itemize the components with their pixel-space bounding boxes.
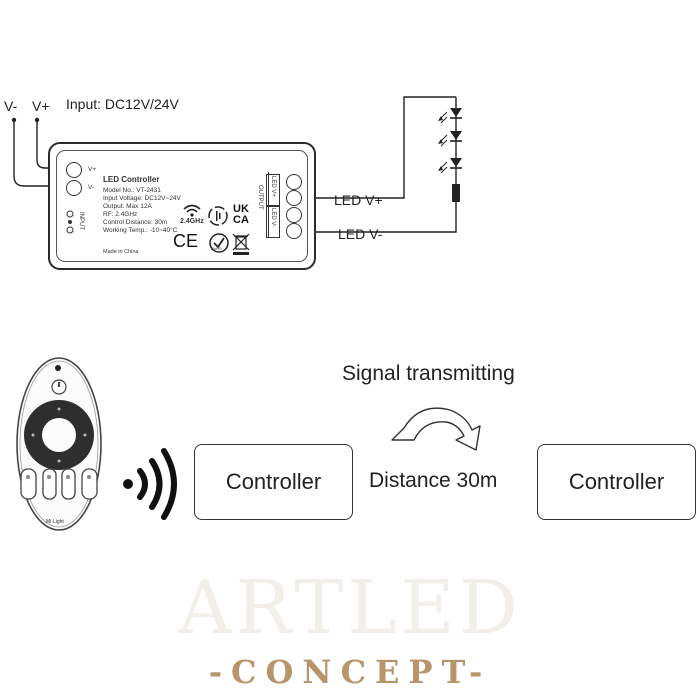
input-terminal-minus <box>66 180 82 196</box>
input-terminal-plus <box>66 162 82 178</box>
output-label-box-1 <box>266 174 280 206</box>
input-wire-minus <box>13 120 58 187</box>
output-label-box-2 <box>266 206 280 238</box>
led-vminus-label: LED V- <box>338 226 383 242</box>
output-vertical-text: OUTPUT <box>257 185 263 210</box>
device-title: LED Controller <box>103 175 160 184</box>
remote-brand: Mi·Light <box>46 519 64 525</box>
device-spec-2: Input Voltage: DC12V~24V <box>103 195 181 202</box>
output-wire-minus <box>314 200 457 233</box>
device-spec-3: Output: Max 12A <box>103 203 152 210</box>
ukca-mark-top: UK <box>233 203 249 215</box>
output-terminal-4 <box>286 223 302 239</box>
wifi-icon <box>183 204 201 217</box>
check-icon <box>209 233 229 253</box>
polarity-icon <box>66 210 74 234</box>
output-terminal-3 <box>286 207 302 223</box>
led-diode-1 <box>438 108 462 124</box>
watermark-brand: ARTLED <box>178 565 522 651</box>
rf-signal-icon <box>208 206 228 226</box>
terminal-vminus-text: V- <box>88 184 95 191</box>
led-vplus-label: LED V+ <box>334 192 383 208</box>
wireless-signal-icon <box>123 448 177 520</box>
wiring-diagram <box>11 96 462 233</box>
signal-title: Signal transmitting <box>342 362 515 385</box>
controller-left-text: Controller <box>225 469 322 494</box>
ukca-mark-bottom: CA <box>233 214 249 226</box>
controller-right-text: Controller <box>568 469 665 494</box>
output-terminal-2 <box>286 190 302 206</box>
out-led-vplus-text: LED V+ <box>270 176 276 197</box>
rf-badge: 2.4GHz <box>180 218 204 225</box>
weee-bin-icon <box>232 233 250 255</box>
device-face <box>56 150 308 262</box>
device-spec-1: Model No.: VT-2431 <box>103 187 161 194</box>
rohs-mark: RoHS <box>211 246 222 251</box>
remote-control <box>16 357 102 531</box>
led-diode-3 <box>438 158 462 174</box>
made-in-text: Made in China <box>103 249 139 255</box>
controller-box-right: Controller <box>537 444 696 520</box>
output-terminal-1 <box>286 174 302 190</box>
device-spec-4: RF: 2.4GHz <box>103 211 138 218</box>
input-vertical-text: INPUT <box>78 212 84 230</box>
terminal-vplus-text: V+ <box>88 166 97 173</box>
v-minus-label: V- <box>4 98 18 114</box>
out-led-vminus-text: LED V- <box>270 208 276 228</box>
output-wire-plus <box>314 96 456 199</box>
controller-box-left: Controller <box>194 444 353 520</box>
device-spec-5: Control Distance: 30m <box>103 219 168 226</box>
device-spec-6: Working Temp.: -10~40°C <box>103 227 178 234</box>
input-wire-plus <box>36 120 58 169</box>
led-diode-2 <box>438 131 462 147</box>
watermark-sub: -CONCEPT- <box>208 653 492 691</box>
led-resistor <box>452 184 460 202</box>
ce-mark: CE <box>173 231 199 251</box>
input-voltage-label: Input: DC12V/24V <box>66 96 179 112</box>
distance-label: Distance 30m <box>369 469 498 492</box>
curved-arrow-icon <box>391 407 481 451</box>
v-plus-label: V+ <box>32 98 50 114</box>
